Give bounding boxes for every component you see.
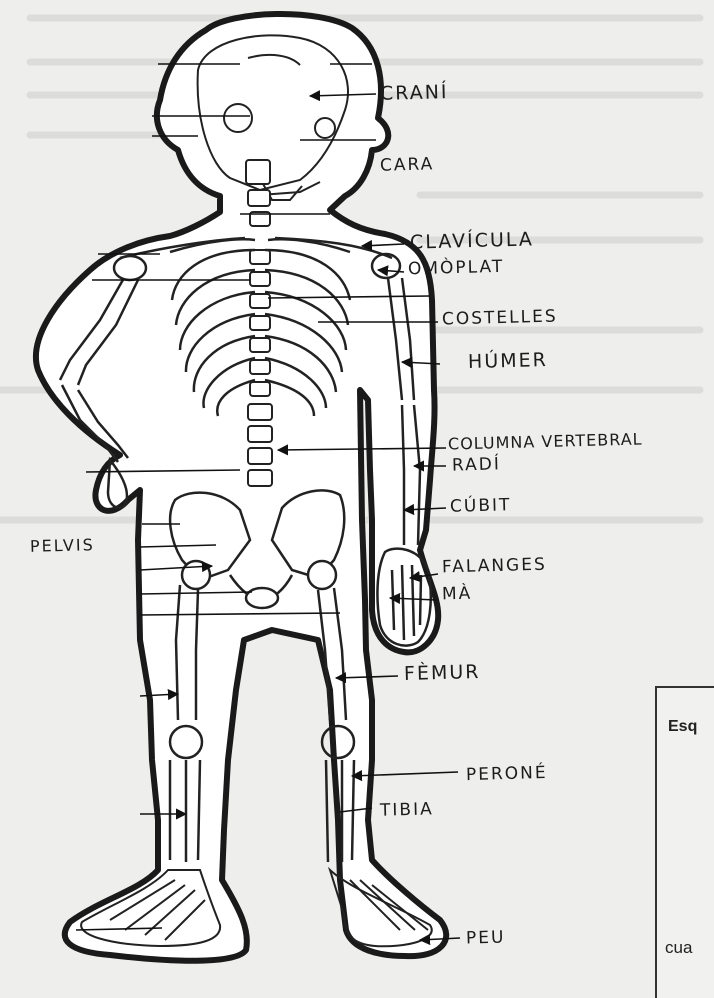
label-cara: CARA — [380, 154, 435, 175]
side-panel-title: Esq — [668, 718, 697, 736]
label-clavicula: CLAVÍCULA — [410, 228, 534, 253]
label-tibia: TIBIA — [380, 799, 434, 820]
label-perone: PERONÉ — [466, 763, 548, 785]
label-ma: MÀ — [442, 584, 473, 605]
label-peu: PEU — [466, 927, 506, 948]
label-femur: FÈMUR — [404, 661, 481, 685]
label-falanges: FALANGES — [442, 555, 547, 578]
label-pelvis: PELVIS — [30, 535, 95, 556]
label-crani: CRANÍ — [380, 81, 449, 105]
label-humer: HÚMER — [468, 349, 548, 373]
label-costelles: COSTELLES — [442, 306, 558, 329]
skeleton-diagram — [0, 0, 714, 978]
label-radi: RADÍ — [452, 454, 501, 475]
label-omoplat: OMÒPLAT — [408, 257, 505, 280]
side-panel-text: cua — [665, 938, 692, 958]
label-cubit: CÚBIT — [450, 495, 512, 517]
